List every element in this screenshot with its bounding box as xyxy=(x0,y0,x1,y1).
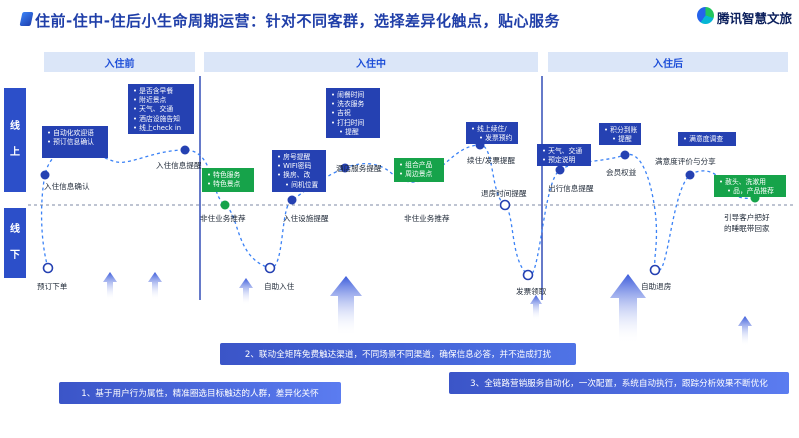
up-arrow-1 xyxy=(103,272,117,300)
side-online-char-1: 线 xyxy=(10,121,20,132)
up-arrow-5 xyxy=(530,295,542,320)
box-hotel-service-info: 闹餐时间 洗衣服务 吉祝 打扫时间 提醒 xyxy=(326,88,380,138)
node-book xyxy=(42,262,54,274)
box-survey: 满意度调查 xyxy=(678,132,736,146)
side-online-char-2: 上 xyxy=(10,147,20,158)
label-checkin-facility: 入住设施提醒 xyxy=(283,214,329,223)
node-invoice-receive xyxy=(522,269,534,281)
side-offline-char-1: 线 xyxy=(10,224,20,235)
up-arrow-3 xyxy=(239,278,253,305)
node-self-checkin xyxy=(264,262,276,274)
phase-pre-stay: 入住前 xyxy=(44,52,195,72)
label-checkin-remind: 入住信息提醒 xyxy=(156,161,202,170)
up-arrow-7 xyxy=(738,316,752,346)
box-renew-invoice: 线上续住/ 发票预约 xyxy=(466,122,518,144)
up-arrow-2 xyxy=(148,272,162,300)
up-arrow-4 xyxy=(330,276,362,336)
label-self-checkin: 自助入住 xyxy=(264,282,295,291)
label-checkin-confirm: 入住信息确认 xyxy=(44,182,90,191)
label-invoice-receive: 发票领取 xyxy=(516,287,547,296)
node-self-checkout xyxy=(649,264,661,276)
phase-post-stay: 入住后 xyxy=(548,52,788,72)
label-rating-share: 满意度评价与分享 xyxy=(655,157,716,166)
label-renew-invoice: 续住/发票提醒 xyxy=(467,156,516,165)
box-points: 积分到账 提醒 xyxy=(599,123,641,145)
box-travel-info: 天气、交通 预定说明 xyxy=(537,144,591,166)
box-special-service-2: 组合产品 周边景点 xyxy=(394,158,444,182)
label-non-stay-rec-2: 非住业务推荐 xyxy=(404,214,450,223)
node-depart-remind xyxy=(555,165,565,175)
brand-logo-text: 腾讯智慧文旅 xyxy=(717,11,793,26)
label-non-stay-rec-1: 非住业务推荐 xyxy=(200,214,246,223)
label-book: 预订下单 xyxy=(37,282,68,291)
label-member-rights: 会员权益 xyxy=(606,168,637,177)
node-non-stay-1 xyxy=(220,200,230,210)
phase-in-stay: 入住中 xyxy=(204,52,538,72)
label-depart-remind: 出行信息提醒 xyxy=(548,184,594,193)
box-pre-arrival-info: 是否含早餐 附近景点 天气、交通 酒店设施告知 线上check in xyxy=(128,84,194,134)
box-special-service-1: 特色服务 特色景点 xyxy=(202,168,254,192)
node-checkin-confirm xyxy=(40,170,50,180)
label-guide-line-2: 的睡眠带回家 xyxy=(724,224,770,233)
label-self-checkout: 自助退房 xyxy=(641,282,672,291)
node-checkin-remind xyxy=(180,145,190,155)
label-hotel-service: 酒店服务提醒 xyxy=(336,164,382,173)
node-checkout-remind xyxy=(499,199,511,211)
up-arrow-6 xyxy=(610,274,646,344)
banner-target-audience: 1、基于用户行为属性，精准圈选目标触达的人群，差异化关怀 xyxy=(59,382,341,404)
side-offline-char-2: 下 xyxy=(10,250,20,261)
banner-automation: 3、全链路营销服务自动化，一次配置，系统自动执行，跟踪分析效果不断优化 xyxy=(449,372,789,394)
tencent-logo-icon xyxy=(697,7,714,24)
node-member-rights xyxy=(620,150,630,160)
node-rating xyxy=(685,170,695,180)
label-checkout-remind: 退房时间提醒 xyxy=(481,189,527,198)
box-precheck-service: 自动化欢迎语 预订信息确认 xyxy=(42,126,108,158)
box-product-recommend: 赦头、洗漱用 品，产品推荐 xyxy=(714,175,786,197)
box-room-info: 房号提醒 WIFI密码 换房、改 间机位置 xyxy=(272,150,326,192)
label-guide-line-1: 引导客户把好 xyxy=(724,213,770,222)
banner-channel-linkage: 2、联动全矩阵免费触达渠道，不同场景不同渠道，确保信息必答，并不造成打扰 xyxy=(220,343,576,365)
side-offline: 线 下 xyxy=(4,208,26,278)
side-online: 线 上 xyxy=(4,88,26,192)
page-title: 住前-住中-住后小生命周期运营：针对不同客群，选择差异化触点，贴心服务 xyxy=(35,12,560,30)
node-hotel-service xyxy=(340,163,350,173)
node-checkin-facility xyxy=(287,195,297,205)
journey-curve xyxy=(40,144,756,276)
